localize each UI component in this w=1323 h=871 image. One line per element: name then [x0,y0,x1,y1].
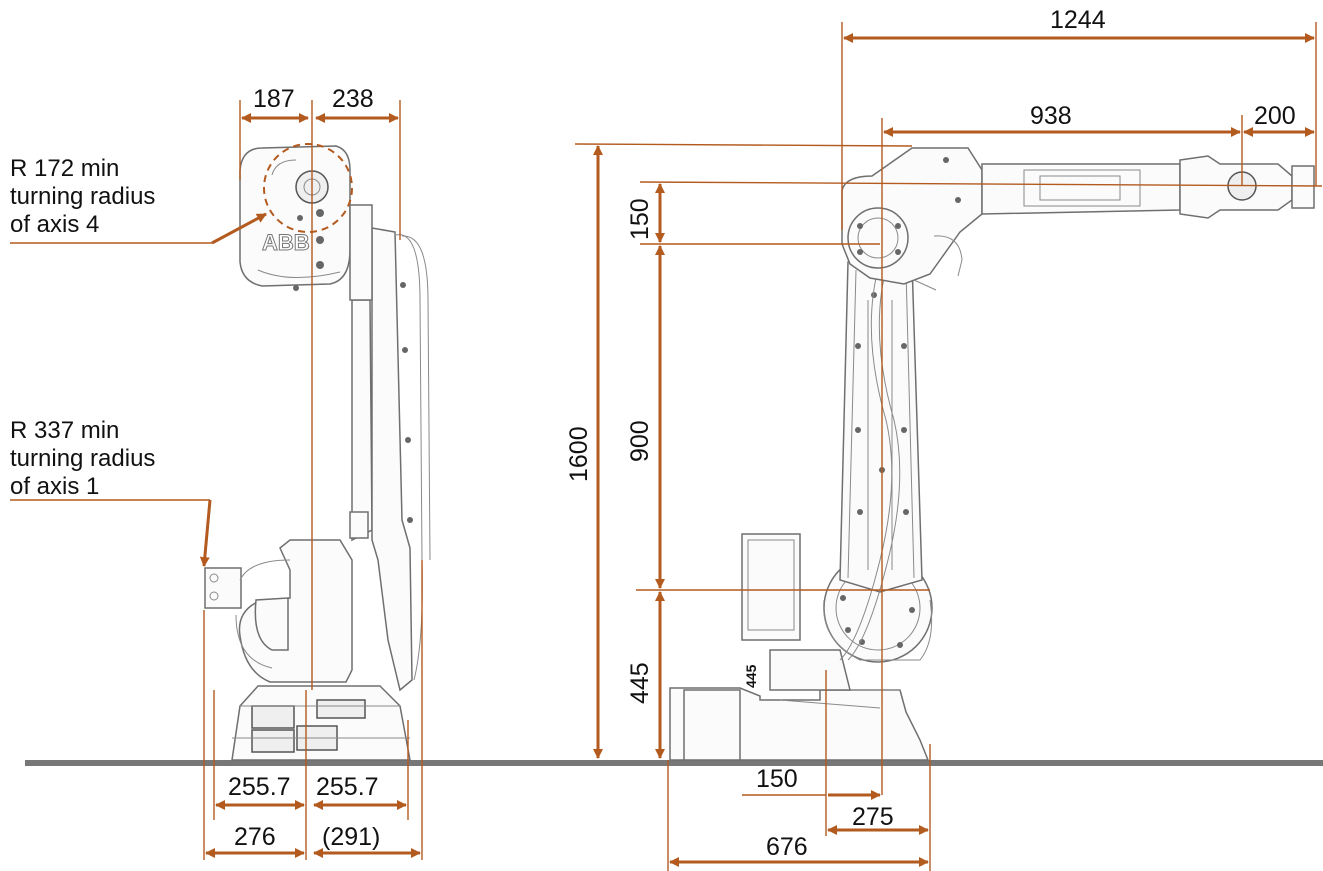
floor-line [25,760,1323,766]
dim-238: 238 [332,85,374,113]
svg-text:of axis 4: of axis 4 [10,211,99,238]
axis4-radius-note: R 172 min turning radius of axis 4 [10,155,267,245]
svg-text:turning radius: turning radius [10,445,155,472]
dim-900: 900 [626,420,654,462]
dim-150-vertical: 150 [626,198,654,240]
svg-text:turning radius: turning radius [10,183,155,210]
dim-291: (291) [322,823,380,851]
dim-445: 445 [626,662,654,704]
dim-938: 938 [1030,102,1072,130]
axis1-radius-note: R 337 min turning radius of axis 1 [10,417,212,567]
axis4-radius-circle [263,143,353,233]
dim-445-small: 445 [743,664,759,688]
svg-text:of axis 1: of axis 1 [10,473,99,500]
dim-676: 676 [766,833,808,861]
svg-text:R 337 min: R 337 min [10,417,119,444]
dim-255-7-right: 255.7 [316,773,379,801]
dim-200: 200 [1254,102,1296,130]
dim-1244: 1244 [1050,6,1106,34]
dim-276: 276 [234,823,276,851]
front-view-robot: 445 [669,147,1315,761]
abb-logo: ABB [262,230,310,255]
side-view-robot: ABB [204,143,431,761]
dim-150-horizontal: 150 [756,765,798,793]
svg-text:R 172 min: R 172 min [10,155,119,182]
dim-1600: 1600 [565,426,593,482]
dim-255-7-left: 255.7 [228,773,291,801]
dim-187: 187 [253,85,295,113]
dim-275: 275 [852,803,894,831]
